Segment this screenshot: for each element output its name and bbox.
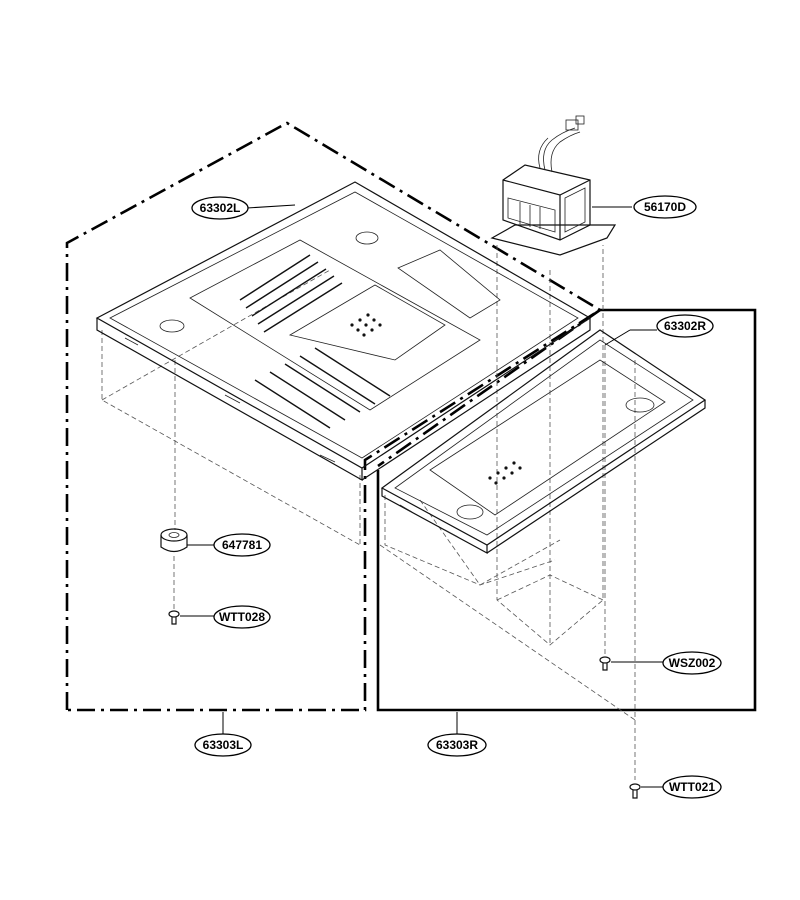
label-foot-text: 647781 <box>222 538 262 552</box>
label-tray-right-text: 63302R <box>664 319 706 333</box>
label-screw-bottom-text: WTT021 <box>669 780 715 794</box>
label-base-right: 63303R <box>427 733 487 757</box>
label-screw-mid: WSZ002 <box>662 651 722 675</box>
label-screw-bottom: WTT021 <box>662 775 722 799</box>
tray-right-part <box>380 329 707 555</box>
tray-left-perforation <box>350 313 382 337</box>
label-base-left-text: 63303L <box>203 738 244 752</box>
tray-left-part <box>95 181 592 482</box>
leader-lines <box>180 204 664 788</box>
label-transformer-text: 56170D <box>644 200 686 214</box>
tray-left-vents-top <box>239 254 343 333</box>
screw-bottom-part <box>629 783 641 799</box>
label-tray-left: 63302L <box>191 196 249 220</box>
transformer-part <box>490 115 617 256</box>
label-screw-mid-text: WSZ002 <box>669 656 716 670</box>
label-screw-foot: WTT028 <box>213 605 271 629</box>
screw-foot-part <box>168 556 180 625</box>
foot-part <box>160 528 188 553</box>
label-base-right-text: 63303R <box>436 738 478 752</box>
label-tray-right: 63302R <box>656 314 714 338</box>
hidden-lines-right <box>379 245 636 780</box>
hidden-lines-left <box>101 269 561 586</box>
label-base-left: 63303L <box>194 733 252 757</box>
tray-left-vents-bottom <box>254 347 391 429</box>
label-foot: 647781 <box>213 533 271 557</box>
label-transformer: 56170D <box>633 195 697 219</box>
assembly-box-right <box>376 308 757 712</box>
label-screw-foot-text: WTT028 <box>219 610 265 624</box>
label-tray-left-text: 63302L <box>200 201 241 215</box>
screw-mid-part <box>599 656 611 671</box>
tray-right-perforation <box>488 461 522 485</box>
